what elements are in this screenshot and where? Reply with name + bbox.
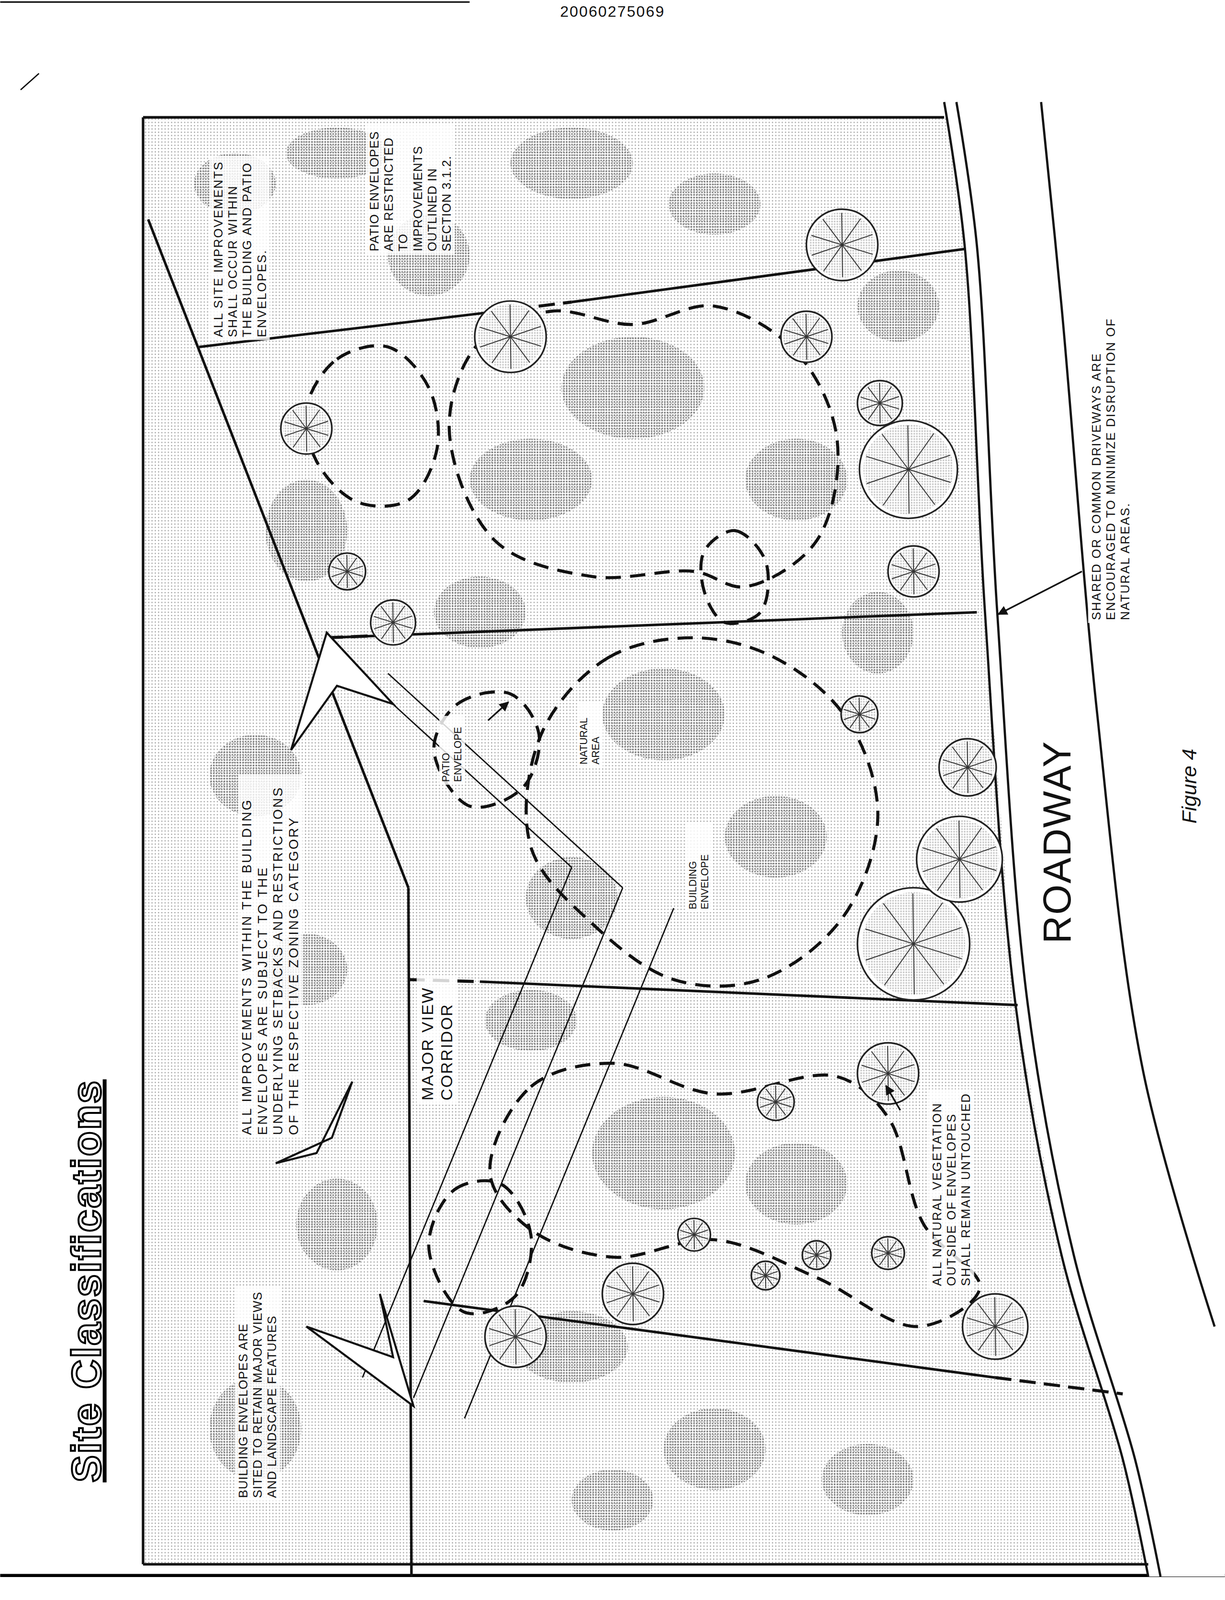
envelope-outline <box>490 1063 980 1327</box>
lot-line <box>408 887 412 1577</box>
leader-arrow <box>886 1085 901 1111</box>
tree-symbol <box>474 300 546 373</box>
page-rule <box>0 1 470 3</box>
area-label: PATIO ENVELOPE <box>439 715 466 785</box>
lot-line <box>571 248 965 302</box>
tree-symbol <box>484 1306 546 1368</box>
lot-line <box>143 1563 1149 1566</box>
view-corridor-line <box>464 908 674 1419</box>
tree-symbol <box>757 1083 795 1121</box>
tree-symbol <box>841 695 879 733</box>
stipple-patch <box>571 1469 654 1531</box>
tree-symbol <box>962 1293 1028 1359</box>
stipple-patch <box>434 576 526 648</box>
area-label: NATURAL AREA <box>577 702 603 768</box>
area-label: BUILDING ENVELOPE <box>686 823 713 913</box>
stipple-patch <box>745 438 847 521</box>
tree-symbol <box>370 600 416 646</box>
stipple-patch <box>561 336 705 439</box>
lot-line <box>423 1301 995 1378</box>
tree-symbol <box>857 887 970 1001</box>
lot-line <box>143 116 945 119</box>
design-note: SHARED OR COMMON DRIVEWAYS ARE ENCOURAGE… <box>1088 265 1134 624</box>
stipple-patch <box>857 270 940 342</box>
lot-line-dashed <box>995 1377 1124 1394</box>
stipple-patch <box>510 127 634 200</box>
stipple-patch <box>296 1178 379 1271</box>
design-note: ALL IMPROVEMENTS WITHIN THE BUILDING ENV… <box>238 775 303 1139</box>
tree-symbol <box>328 553 366 591</box>
envelope-outline <box>526 637 879 987</box>
stipple-patch <box>668 173 761 235</box>
stipple-patch <box>724 795 827 878</box>
document-number: 20060275069 <box>459 2 766 22</box>
design-note: ALL NATURAL VEGETATION OUTSIDE OF ENVELO… <box>928 1089 975 1290</box>
leader-arrow <box>488 701 509 721</box>
tree-symbol <box>280 402 333 455</box>
tree-symbol <box>602 1263 664 1325</box>
tree-symbol <box>780 311 833 363</box>
stipple-patch <box>745 1143 847 1225</box>
stipple-patch <box>821 1444 914 1516</box>
stipple-patch <box>663 1408 766 1491</box>
view-arrowhead <box>306 1293 414 1407</box>
view-corridor-line <box>413 887 623 1398</box>
stipple-patch <box>591 1097 735 1210</box>
tree-symbol <box>871 1236 905 1270</box>
view-corridor-line <box>388 673 624 889</box>
tree-symbol <box>751 1261 780 1291</box>
road-edge <box>1041 101 1215 1327</box>
stipple-patch <box>484 990 577 1052</box>
figure-caption: Figure 4 <box>1177 714 1202 858</box>
page-rule <box>0 1574 1225 1578</box>
view-corridor-line <box>362 867 572 1378</box>
tree-symbol <box>802 1240 832 1270</box>
envelope-outline <box>701 530 769 624</box>
leader-arrow <box>998 571 1082 615</box>
design-note: PATIO ENVELOPES ARE RESTRICTED TO IMPROV… <box>366 123 455 255</box>
view-arrowhead <box>290 632 393 750</box>
stipple-patch <box>842 591 914 674</box>
page-title: Site Classifications <box>62 1005 112 1557</box>
tree-symbol <box>916 816 1003 903</box>
design-note: BUILDING ENVELOPES ARE SITED TO RETAIN M… <box>234 1285 280 1501</box>
stipple-patch <box>469 438 592 521</box>
corridor-label: MAJOR VIEW CORRIDOR <box>416 975 458 1104</box>
design-note: ALL SITE IMPROVEMENTS SHALL OCCUR WITHIN… <box>210 155 270 341</box>
tree-symbol <box>677 1218 711 1251</box>
tree-symbol <box>938 738 996 796</box>
road-label: ROADWAY <box>1034 719 1081 965</box>
tree-symbol <box>857 1043 919 1105</box>
lot-line <box>326 612 978 638</box>
stipple-patch <box>602 668 725 761</box>
tree-symbol <box>806 209 878 281</box>
stipple-patch <box>525 857 618 939</box>
tree-symbol <box>859 420 958 519</box>
tree-symbol <box>888 545 940 598</box>
tree-symbol <box>857 380 903 426</box>
scan-mark <box>20 73 39 90</box>
lot-line <box>141 117 145 1565</box>
